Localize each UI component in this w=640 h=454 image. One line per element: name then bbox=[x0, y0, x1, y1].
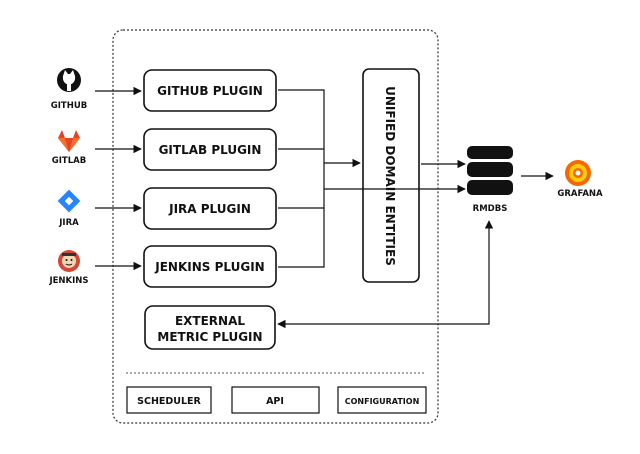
database-label: RMDBS bbox=[473, 204, 508, 214]
database-icon bbox=[467, 146, 513, 195]
connector-github-plugin bbox=[278, 89, 325, 163]
jira-icon bbox=[57, 189, 81, 213]
external-plugin-label-line2: METRIC PLUGIN bbox=[157, 330, 262, 344]
plugin-box-jira bbox=[143, 187, 277, 230]
footer-box-configuration bbox=[337, 386, 427, 414]
external-plugin-label-line1: EXTERNAL bbox=[175, 314, 245, 328]
plugin-label-jira: JIRA PLUGIN bbox=[168, 202, 251, 216]
arrow-external-plugin-database bbox=[277, 220, 494, 329]
footer-label-api: API bbox=[266, 396, 284, 407]
gitlab-icon bbox=[58, 130, 80, 152]
platform-container bbox=[112, 29, 439, 424]
plugin-box-github bbox=[143, 69, 277, 112]
plugin-box-gitlab bbox=[143, 128, 277, 171]
footer-box-scheduler bbox=[126, 386, 212, 414]
source-label-jenkins: JENKINS bbox=[48, 276, 88, 286]
footer-label-configuration: CONFIGURATION bbox=[345, 397, 420, 406]
domain-entities-label: UNIFIED DOMAIN ENTITIES bbox=[383, 86, 397, 266]
plugin-label-gitlab: GITLAB PLUGIN bbox=[159, 143, 262, 157]
plugin-label-jenkins: JENKINS PLUGIN bbox=[154, 260, 264, 274]
connector-jira-plugin bbox=[278, 163, 325, 209]
source-label-gitlab: GITLAB bbox=[52, 156, 86, 166]
external-plugin-box bbox=[144, 305, 276, 350]
jenkins-icon bbox=[58, 250, 80, 272]
source-label-github: GITHUB bbox=[51, 101, 87, 111]
source-label-jira: JIRA bbox=[58, 218, 79, 228]
grafana-icon bbox=[565, 160, 591, 186]
github-icon bbox=[57, 68, 81, 92]
plugin-label-github: GITHUB PLUGIN bbox=[157, 84, 263, 98]
plugin-box-jenkins bbox=[143, 245, 277, 288]
footer-box-api bbox=[231, 386, 320, 414]
footer-label-scheduler: SCHEDULER bbox=[137, 396, 201, 407]
connector-jenkins-plugin bbox=[278, 208, 325, 268]
grafana-label: GRAFANA bbox=[557, 189, 603, 199]
